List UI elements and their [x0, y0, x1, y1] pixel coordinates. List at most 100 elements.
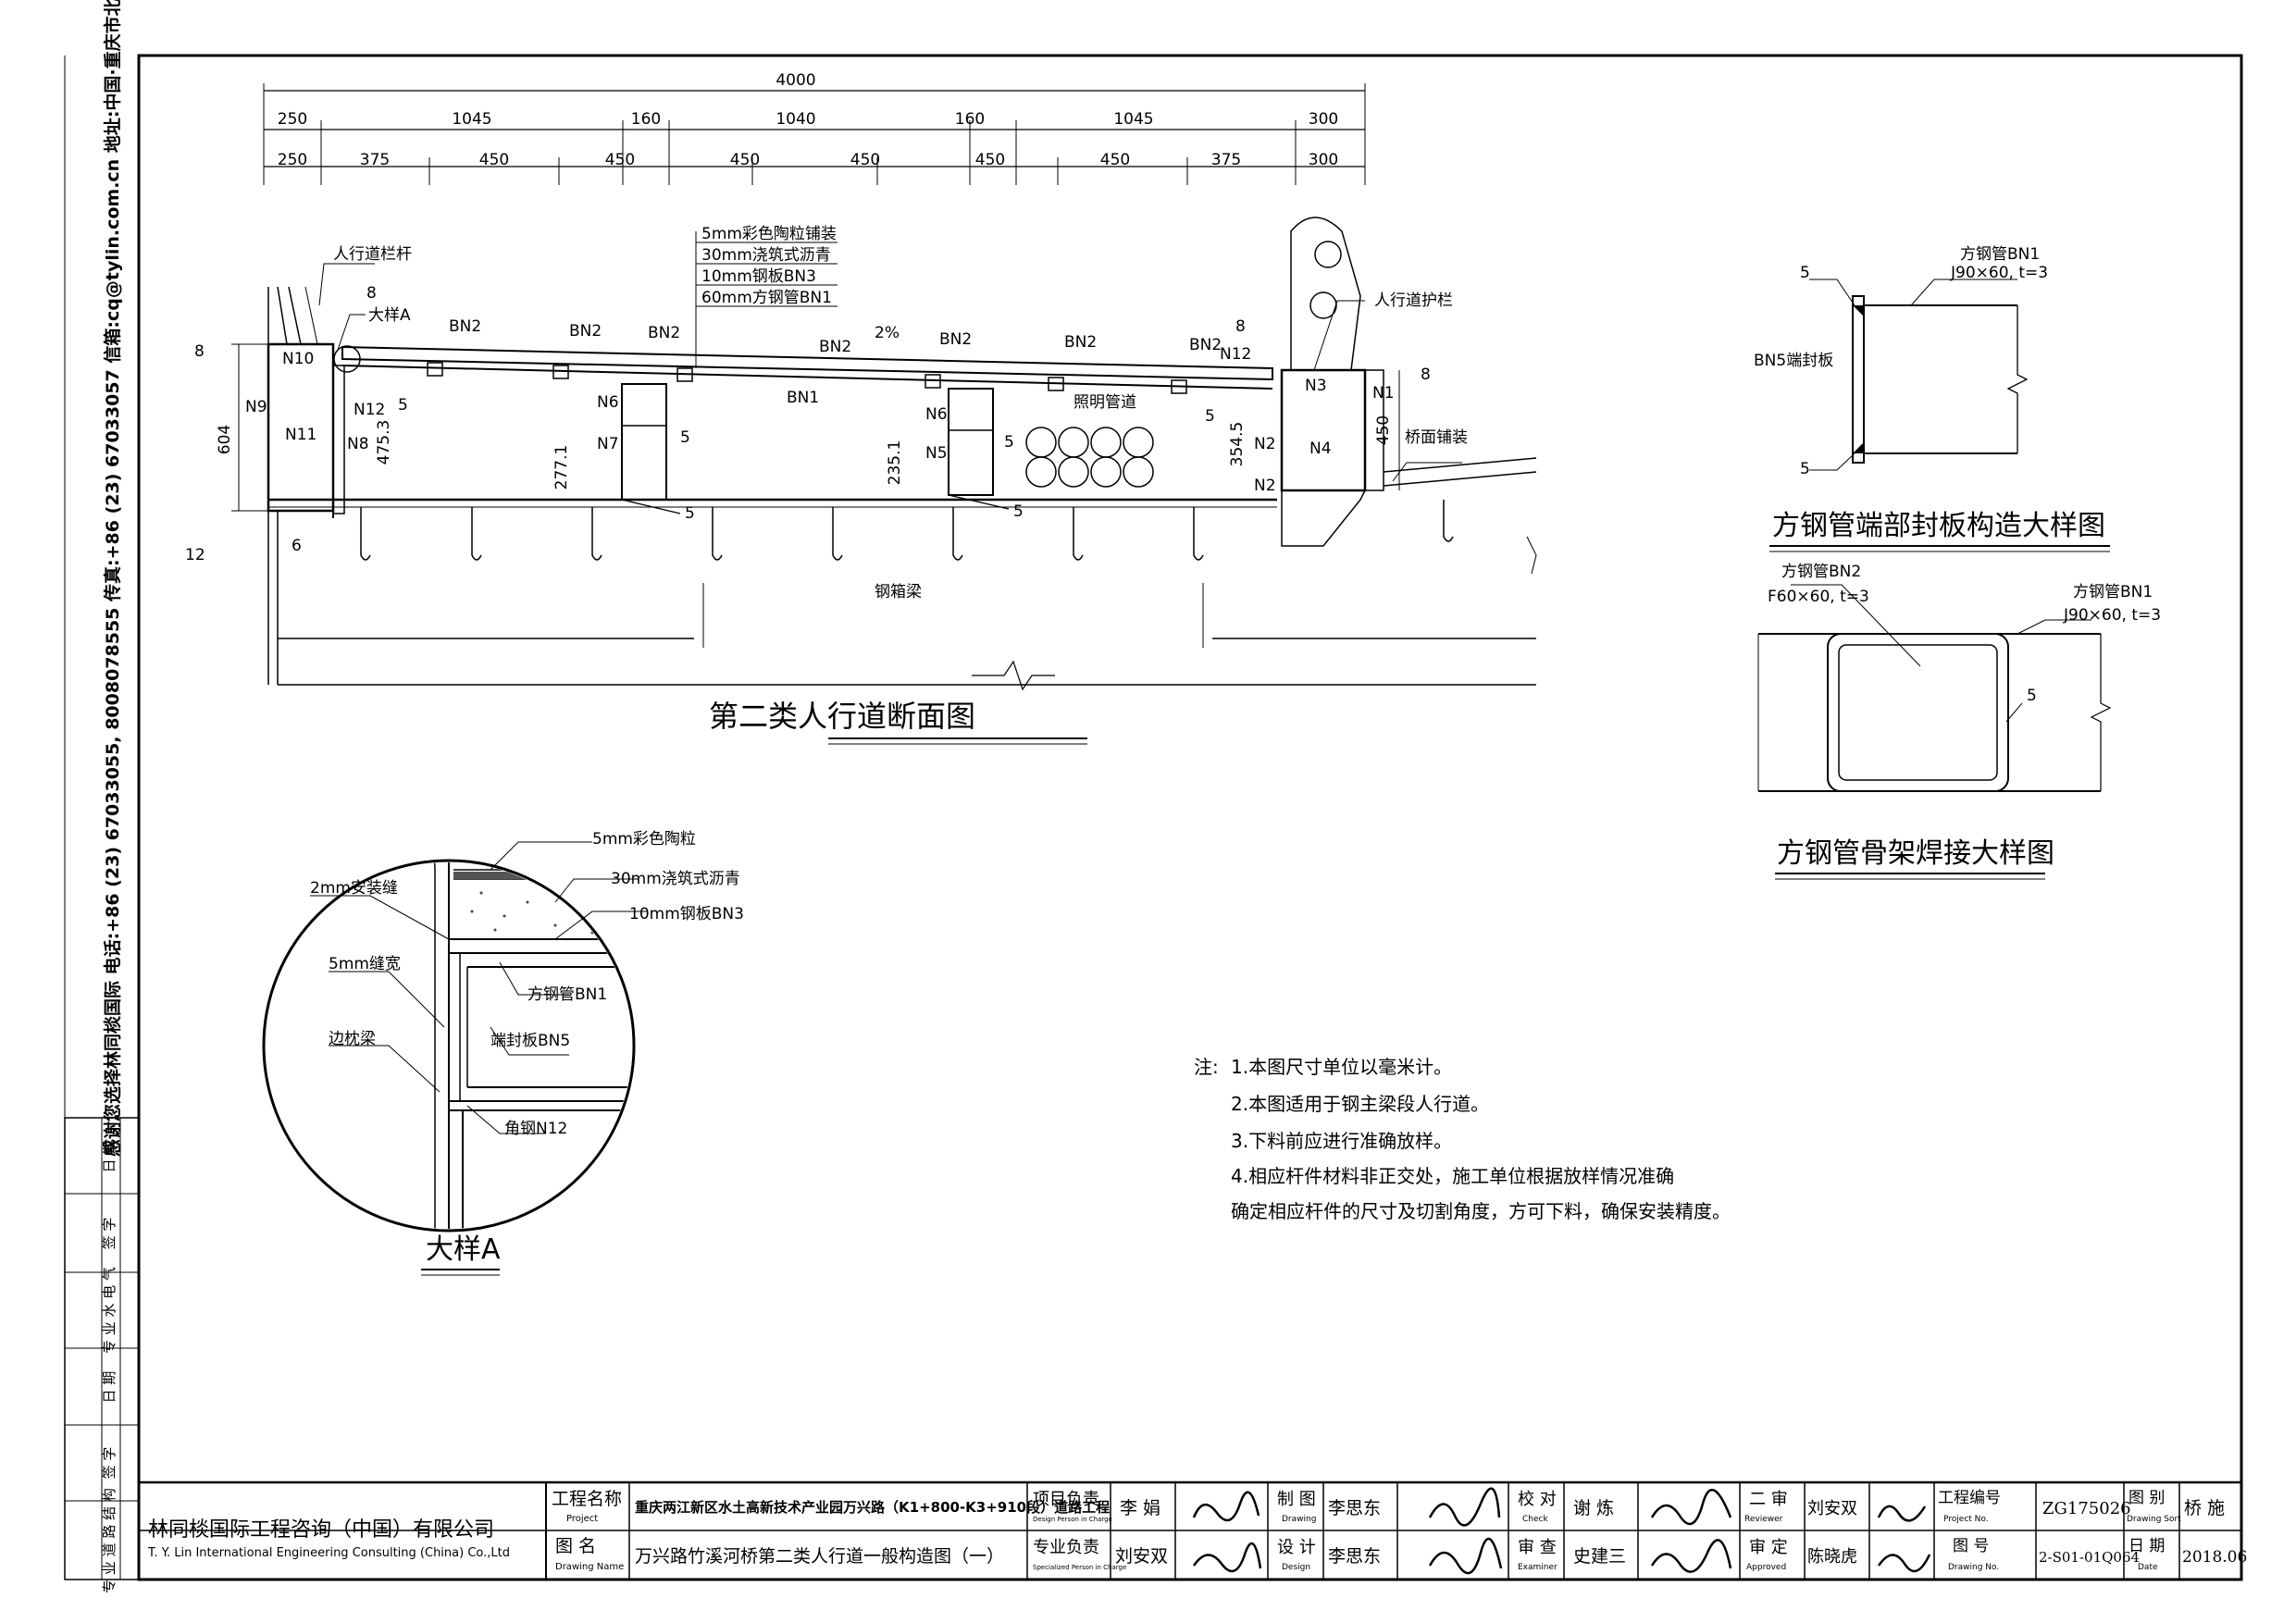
dim-r2-1: 375 [360, 151, 390, 169]
weld-5c: 5 [1004, 433, 1014, 452]
date: 2018.06 [2182, 1548, 2247, 1567]
date-label-en: Date [2138, 1563, 2158, 1572]
exam-label-en: Examiner [1518, 1563, 1558, 1572]
weld-12: 12 [185, 546, 205, 564]
main-section-labels: 人行道栏杆 大样A 人行道护栏 照明管道 桥面铺装 钢箱梁 2% 5mm彩色陶粒… [185, 225, 1468, 601]
project-name: 重庆两江新区水土高新技术产业园万兴路（K1+800-K3+910段）道路工程 [635, 1499, 1110, 1516]
weld-bn1-spec: J90×60, t=3 [2063, 606, 2161, 625]
detail-a-end-plate: 端封板BN5 [490, 1032, 570, 1050]
dim-r2-6: 450 [975, 151, 1005, 169]
dim-450: 450 [1374, 415, 1393, 445]
label-n12: N12 [354, 401, 385, 419]
projno-label-en: Project No. [1943, 1515, 1989, 1524]
design-name: 李思东 [1328, 1546, 1381, 1567]
detail-a-gap-install: 2mm安装缝 [310, 879, 398, 898]
label-bn1: BN1 [787, 389, 819, 407]
draw-label-en: Drawing [1282, 1515, 1316, 1524]
weld-8d: 8 [1421, 365, 1431, 384]
weld-5d: 5 [1205, 407, 1215, 426]
check-name: 谢 炼 [1573, 1498, 1614, 1518]
title-block [137, 1481, 2243, 1581]
dim-r2-8: 375 [1211, 151, 1241, 169]
draw-name: 李思东 [1328, 1498, 1381, 1518]
label-bn2-5: BN2 [939, 330, 972, 349]
label-n6: N6 [597, 393, 619, 412]
detail-end-plate-labels: 方钢管BN1 J90×60, t=3 BN5端封板 5 5 [1754, 245, 2048, 478]
weld-bn1-label: 方钢管BN1 [2073, 583, 2153, 601]
end-plate-pipe-label: 方钢管BN1 [1960, 245, 2040, 264]
left-sign-block: 日 期 签 字 专 业 水 电 气 日 期 签 字 专 业 道 路 结 构 [64, 1117, 140, 1593]
label-n1: N1 [1372, 384, 1395, 403]
detail-a-labels: 5mm彩色陶粒 30mm浇筑式沥青 10mm钢板BN3 2mm安装缝 5mm缝宽… [310, 830, 744, 1138]
label-bn2-1: BN2 [449, 317, 481, 336]
end-plate-plate-label: BN5端封板 [1754, 352, 1833, 370]
label-n2: N2 [1254, 435, 1276, 453]
dim-475: 475.3 [375, 420, 393, 465]
layer-3: 10mm钢板BN3 [701, 267, 816, 286]
label-bn2-4: BN2 [819, 338, 851, 356]
project-label: 工程名称 [552, 1489, 622, 1509]
date-label: 日 期 [2128, 1537, 2165, 1555]
draw-label: 制 图 [1277, 1490, 1316, 1509]
dim-r1-5: 1045 [1113, 110, 1153, 129]
sign-label-4: 签 字 [101, 1447, 118, 1480]
weld-8a: 8 [194, 342, 205, 361]
design-label-en: Design [1282, 1563, 1310, 1572]
label-n3: N3 [1305, 377, 1327, 395]
exam-name: 史建三 [1573, 1546, 1626, 1567]
review-label: 二 审 [1749, 1490, 1788, 1509]
label-railing: 人行道栏杆 [333, 245, 412, 264]
dim-235: 235.1 [886, 440, 904, 486]
girder-ribs [360, 500, 1454, 561]
label-n11: N11 [285, 426, 316, 444]
dim-r1-1: 1045 [452, 110, 491, 129]
weld-8c: 8 [1235, 317, 1246, 336]
dim-r1-3: 1040 [776, 110, 815, 129]
bn2-blocks [427, 362, 1187, 394]
check-label: 校 对 [1518, 1490, 1557, 1509]
pm-label: 项目负责 [1033, 1490, 1099, 1509]
label-light-pipe: 照明管道 [1074, 393, 1136, 412]
detail-weld-drawing [1757, 584, 2112, 792]
lighting-pipes [1025, 427, 1154, 488]
dim-ticks-row1 [263, 83, 1366, 185]
weld-title: 方钢管骨架焊接大样图 [1777, 837, 2054, 870]
dim-354: 354.5 [1228, 422, 1247, 467]
detail-a-gap-width: 5mm缝宽 [329, 955, 401, 973]
company-en: T. Y. Lin International Engineering Cons… [147, 1546, 510, 1560]
company-cn: 林同棪国际工程咨询（中国）有限公司 [148, 1518, 494, 1542]
label-bn2-3: BN2 [648, 324, 680, 342]
layer-4: 60mm方钢管BN1 [701, 289, 832, 307]
review-name: 刘安双 [1807, 1499, 1857, 1518]
label-n10: N10 [282, 350, 314, 368]
note-3: 3.下料前应进行准确放样。 [1231, 1130, 1452, 1152]
end-plate-pipe-spec: J90×60, t=3 [1950, 264, 2048, 282]
sort: 桥 施 [2184, 1498, 2225, 1518]
spec-name: 刘安双 [1115, 1546, 1168, 1567]
detail-weld-labels: 方钢管BN2 F60×60, t=3 方钢管BN1 J90×60, t=3 5 [1768, 563, 2161, 705]
dim-r1-2: 160 [631, 110, 661, 129]
projno-label: 工程编号 [1938, 1489, 2001, 1507]
detail-a-angle: 角钢N12 [504, 1120, 567, 1138]
dim-r2-0: 250 [278, 151, 307, 169]
dim-r2-3: 450 [605, 151, 635, 169]
weld-5b: 5 [680, 428, 690, 447]
svg-text:感谢您选择林同棪国际 电话:+86 (23) 670330: 感谢您选择林同棪国际 电话:+86 (23) 67033055, 8008078… [102, 0, 123, 1157]
guardrail-post [1290, 217, 1361, 371]
dim-604: 604 [216, 425, 234, 454]
layer-2: 30mm浇筑式沥青 [701, 246, 831, 265]
layer-1: 5mm彩色陶粒铺装 [701, 225, 837, 243]
title-block-text: 林同棪国际工程咨询（中国）有限公司 T. Y. Lin Internationa… [147, 1489, 2247, 1572]
weld-5f: 5 [1013, 502, 1024, 521]
detail-a-pipe: 方钢管BN1 [527, 985, 607, 1004]
note-1: 1.本图尺寸单位以毫米计。 [1231, 1056, 1452, 1078]
dim-r1-6: 300 [1309, 110, 1338, 129]
label-n9: N9 [245, 398, 267, 416]
deck-slab [341, 345, 1273, 381]
detail-a-layer1: 5mm彩色陶粒 [592, 830, 696, 849]
weld-bn2-spec: F60×60, t=3 [1768, 588, 1869, 606]
note-2: 2.本图适用于钢主梁段人行道。 [1231, 1093, 1489, 1115]
label-n12b: N12 [1220, 345, 1251, 364]
review-label-en: Reviewer [1744, 1515, 1783, 1524]
notes-head: 注: [1194, 1056, 1219, 1078]
